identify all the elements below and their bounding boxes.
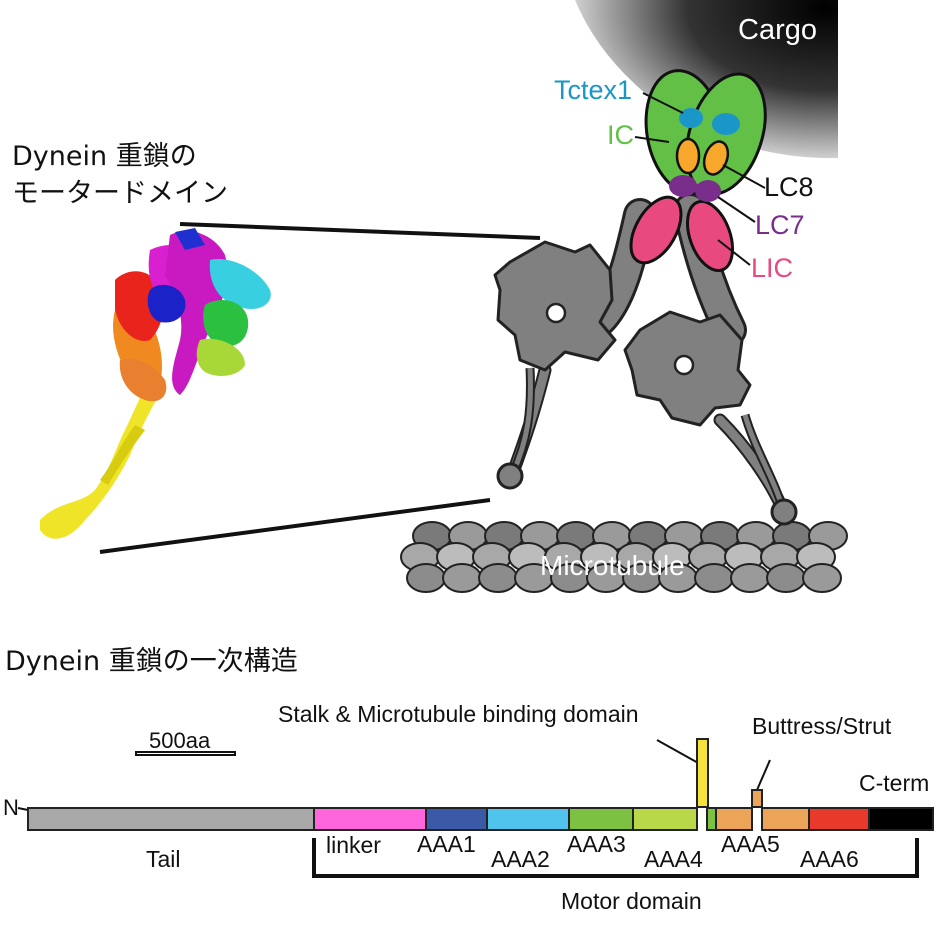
aaa5-label: AAA5 bbox=[721, 831, 780, 857]
segment-stalk bbox=[696, 738, 709, 808]
buttress-pointer bbox=[756, 759, 771, 791]
lic-label: LIC bbox=[751, 253, 794, 283]
aaa1-label: AAA1 bbox=[417, 831, 476, 857]
tctex1-label: Tctex1 bbox=[554, 75, 633, 105]
segment-aaa6 bbox=[808, 807, 870, 831]
stalk-label: Stalk & Microtubule binding domain bbox=[278, 701, 639, 727]
microtubule-label: Microtubule bbox=[540, 550, 685, 581]
segment-aaa4 bbox=[632, 807, 698, 831]
motor-domain-bracket bbox=[312, 838, 919, 878]
motor-head-left-pore bbox=[545, 302, 567, 324]
cargo-vesicle bbox=[575, 0, 838, 159]
lc7-b bbox=[695, 180, 721, 202]
zoom-line-top bbox=[179, 222, 541, 240]
microtubule bbox=[400, 521, 848, 593]
linker-label: linker bbox=[326, 832, 381, 858]
motor-domain-label: Motor domain bbox=[561, 888, 702, 914]
lc7-label: LC7 bbox=[755, 210, 805, 240]
segment-cterm bbox=[868, 807, 934, 831]
lic-right bbox=[686, 199, 734, 273]
ic-label: IC bbox=[607, 120, 634, 150]
lic-left bbox=[629, 195, 683, 265]
lc7-a bbox=[669, 175, 697, 197]
aaa4-label: AAA4 bbox=[644, 846, 703, 872]
aaa3-label: AAA3 bbox=[567, 831, 626, 857]
segment-aaa3 bbox=[568, 807, 634, 831]
primary-structure-title: Dynein 重鎖の一次構造 bbox=[5, 646, 298, 677]
structure-title-line1: Dynein 重鎖の bbox=[12, 141, 197, 172]
scale-bar-label: 500aa bbox=[149, 728, 211, 753]
segment-aaa4-c bbox=[706, 807, 717, 831]
zoom-line-bottom bbox=[99, 498, 491, 554]
segment-aaa1 bbox=[425, 807, 488, 831]
scale-bar bbox=[135, 751, 236, 756]
aaa6-label: AAA6 bbox=[800, 846, 859, 872]
tail-label: Tail bbox=[146, 846, 181, 872]
n-term-label: N bbox=[3, 795, 19, 820]
tctex1-b bbox=[712, 113, 740, 135]
cargo-label: Cargo bbox=[738, 14, 817, 46]
subunit-pointers bbox=[634, 92, 766, 266]
lc8-b bbox=[702, 140, 730, 176]
segment-tail bbox=[27, 807, 315, 831]
tctex1-a bbox=[679, 108, 703, 128]
motor-domain-structure bbox=[40, 228, 271, 539]
buttress-label: Buttress/Strut bbox=[752, 713, 892, 739]
segment-linker bbox=[313, 807, 427, 831]
segment-aaa5-b bbox=[761, 807, 810, 831]
segment-aaa2 bbox=[486, 807, 570, 831]
motor-head-right-pore bbox=[673, 354, 695, 376]
segment-aaa5-a bbox=[715, 807, 753, 831]
structure-title-line2: モータードメイン bbox=[12, 178, 228, 209]
segment-buttress bbox=[751, 789, 763, 808]
stalks bbox=[496, 363, 798, 526]
lc8-label: LC8 bbox=[764, 172, 814, 202]
c-term-label: C-term bbox=[859, 770, 930, 796]
aaa2-label: AAA2 bbox=[491, 846, 550, 872]
tubulin-subunit bbox=[802, 563, 842, 593]
stalk-pointer bbox=[656, 739, 701, 765]
lc8-a bbox=[675, 137, 701, 175]
